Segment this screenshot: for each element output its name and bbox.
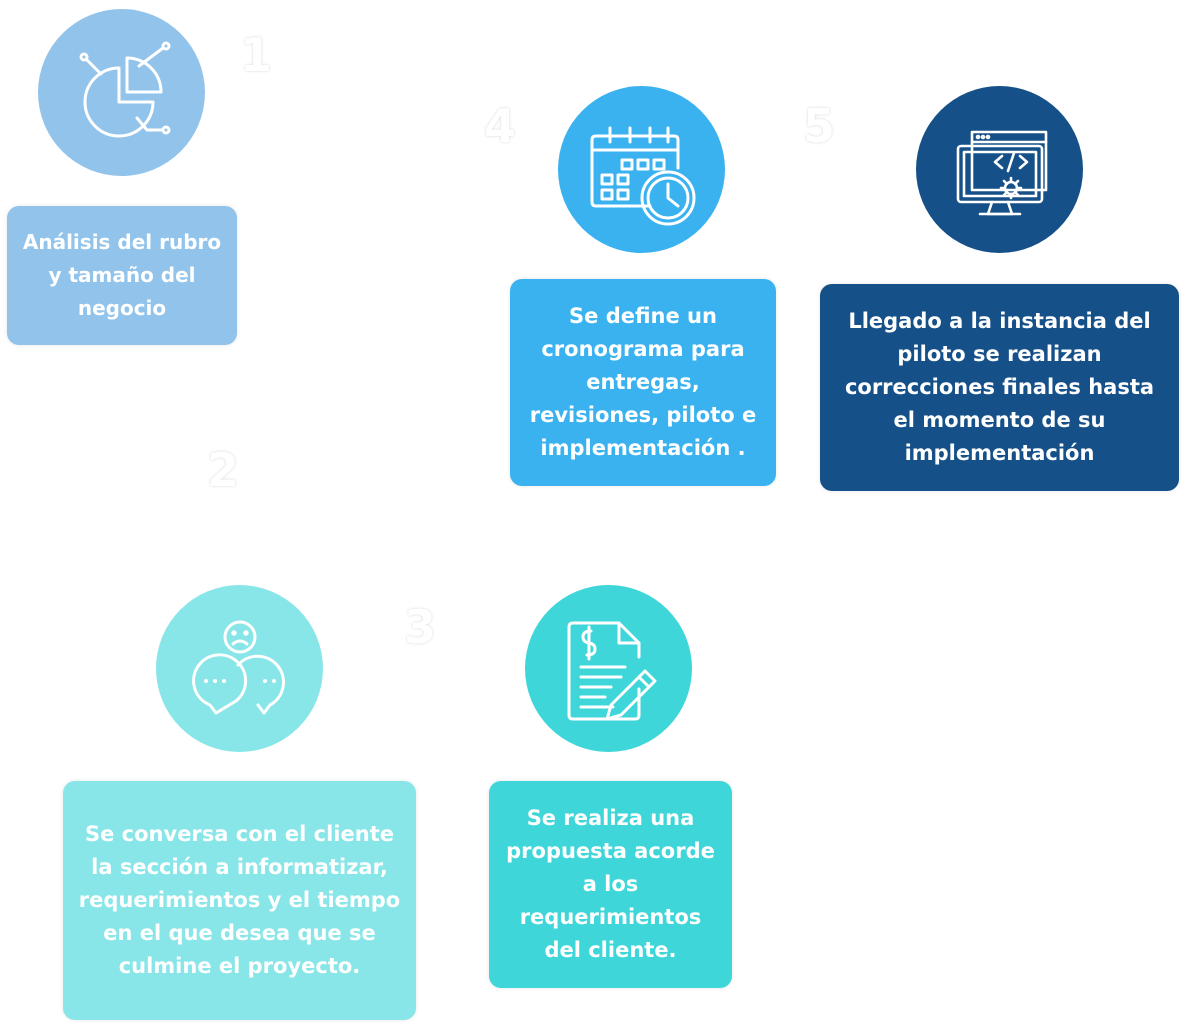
step-3-card: Se realiza una propuesta acorde a los re… <box>489 781 732 988</box>
step-4-text: Se define un cronograma para entregas, r… <box>529 304 757 460</box>
step-number-3: 3 <box>404 600 437 654</box>
step-3-circle <box>525 585 692 752</box>
step-2-circle <box>156 585 323 752</box>
step-2-text: Se conversa con el cliente la sección a … <box>78 822 401 978</box>
pie-chart-analytics-icon <box>79 41 170 137</box>
step-4-circle <box>558 86 725 253</box>
monitor-code-gear-icon <box>956 130 1047 215</box>
step-1-text: Análisis del rubro y tamaño del negocio <box>22 230 222 320</box>
step-5-text: Llegado a la instancia del piloto se rea… <box>844 309 1155 465</box>
step-number-4: 4 <box>484 99 517 153</box>
step-number-2: 2 <box>207 443 240 497</box>
document-pencil-icon <box>567 621 656 720</box>
step-4-card: Se define un cronograma para entregas, r… <box>510 279 776 486</box>
conversation-bubbles-icon <box>191 620 285 714</box>
step-2-card: Se conversa con el cliente la sección a … <box>63 781 416 1020</box>
calendar-clock-icon <box>590 126 695 225</box>
step-3-text: Se realiza una propuesta acorde a los re… <box>506 806 715 962</box>
step-1-card: Análisis del rubro y tamaño del negocio <box>7 206 237 345</box>
step-5-circle <box>916 86 1083 253</box>
step-1-circle <box>38 9 205 176</box>
step-number-1: 1 <box>240 28 273 82</box>
step-number-5: 5 <box>803 99 836 153</box>
step-5-card: Llegado a la instancia del piloto se rea… <box>820 284 1179 491</box>
